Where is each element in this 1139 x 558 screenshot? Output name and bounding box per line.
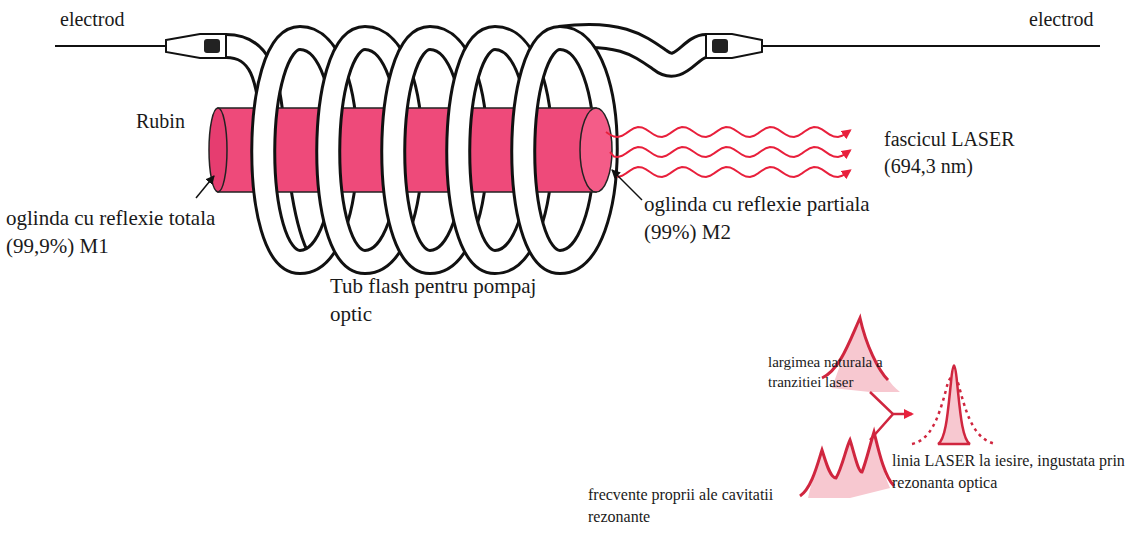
flash-tube-loop <box>263 38 300 262</box>
cavity-modes-curve <box>800 432 894 496</box>
spectrum-note: largimea naturala a tranzitiei laser <box>768 352 918 393</box>
mirror-label: oglinda cu reflexie partiala (99%) M2 <box>644 190 894 247</box>
flash-tube-loop <box>523 38 560 262</box>
flash-tube-loop <box>328 38 365 262</box>
output-line <box>938 366 970 445</box>
spectrum-note: linia LASER la iesire, ingustata prin re… <box>892 450 1132 493</box>
flash-tube-front <box>263 38 560 262</box>
merge-arrow <box>893 413 912 416</box>
flash-tube-loop <box>393 38 430 262</box>
merge-line <box>870 392 893 440</box>
electrode <box>166 34 226 58</box>
laser-wave <box>606 127 850 137</box>
part-name: Tub flash pentru pompaj optic <box>330 272 560 329</box>
electrode-label: electrod <box>1029 6 1134 33</box>
flash-tube-loop <box>458 38 495 262</box>
laser-wave <box>610 147 850 157</box>
leader-line <box>612 170 642 200</box>
flash-tube-loop <box>393 38 430 262</box>
laser-beam <box>606 127 850 177</box>
laser-wave <box>614 167 850 177</box>
flash-tube-loop <box>263 38 300 262</box>
wire <box>55 45 168 47</box>
linewidth-curve <box>822 318 888 380</box>
wire <box>760 45 1100 47</box>
spectrum-note: frecvente proprii ale cavitatii rezonant… <box>588 484 798 527</box>
flash-tube-loop <box>458 38 495 262</box>
flash-tube-loop <box>328 38 365 262</box>
part-name: Rubin <box>136 108 216 135</box>
mirror-label: oglinda cu reflexie totala (99,9%) M1 <box>6 204 256 261</box>
leader-line <box>196 176 214 198</box>
electrode <box>706 34 762 58</box>
flash-tube-loop <box>523 38 560 262</box>
beam-label: fascicul LASER (694,3 nm) <box>884 126 1034 180</box>
electrode-label: electrod <box>60 6 170 33</box>
